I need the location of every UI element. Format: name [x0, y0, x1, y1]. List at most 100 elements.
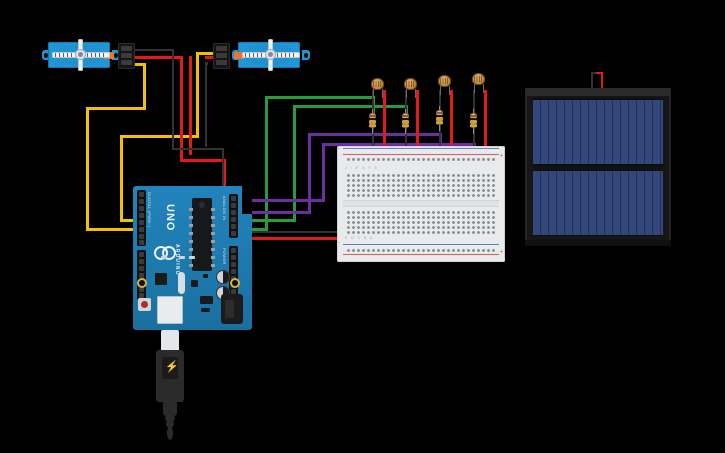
- digital-header-label: DIGITAL (PWM~): [147, 192, 152, 228]
- ldr-1[interactable]: [371, 78, 386, 98]
- wire-servo1-power-seg2: [180, 56, 183, 162]
- icsp-header[interactable]: [200, 296, 213, 304]
- resistor-band-2: [470, 118, 477, 120]
- arduino-pcb-notch: [242, 186, 252, 214]
- crystal-oscillator: [178, 272, 185, 294]
- rail-negative-bottom: [343, 244, 499, 245]
- wire-a2-purple-h1: [322, 143, 476, 146]
- power-header[interactable]: [229, 246, 238, 296]
- wire-servo1-signal-seg3: [86, 107, 146, 110]
- wire-ldr4-red: [484, 90, 487, 156]
- led-l: [161, 256, 167, 259]
- led-tx: [179, 256, 185, 259]
- resistor-4[interactable]: [470, 109, 478, 135]
- wire-solar-red-top: [596, 72, 603, 74]
- resistor-2[interactable]: [402, 109, 410, 135]
- wire-solar-red: [601, 72, 603, 90]
- board-model-silkscreen: UNO: [164, 204, 176, 232]
- resistor-lead-top: [372, 109, 373, 114]
- ldr-leg-left: [474, 84, 475, 93]
- servo-right-connector[interactable]: [213, 43, 230, 69]
- resistor-band-3: [369, 121, 376, 123]
- servo-left[interactable]: [42, 38, 120, 72]
- ldr-leg-left: [373, 89, 374, 98]
- mounting-hole-right: [232, 280, 238, 286]
- usb-cable[interactable]: [153, 330, 187, 445]
- ldr-pattern: [440, 78, 449, 84]
- ldr-pattern: [474, 76, 483, 82]
- resistor-lead-bottom: [473, 128, 474, 134]
- servo-horn-holes-right: [87, 53, 106, 57]
- terminal-holes-lower: [345, 209, 497, 236]
- resistor-body: [402, 113, 409, 128]
- resistor-band-2: [436, 115, 443, 117]
- usb-cable-strain-relief: [163, 400, 177, 416]
- wire-servo1-power-seg1: [127, 56, 183, 59]
- wire-servo1-signal-seg1: [127, 63, 146, 66]
- analog-header-label: ANALOG IN: [222, 196, 227, 221]
- usb-plug-shell: [161, 330, 179, 352]
- resistor-1[interactable]: [369, 109, 377, 135]
- wire-servo2-signal-seg6: [120, 219, 140, 222]
- breadboard[interactable]: + - J I H G F E E D C B A + -: [337, 146, 505, 262]
- resistor-band-1: [369, 115, 376, 117]
- ldr-3[interactable]: [438, 75, 453, 95]
- resistor-body: [436, 110, 443, 125]
- usb-icon: [162, 357, 179, 379]
- servo-left-connector[interactable]: [118, 43, 135, 69]
- ldr-leg-right: [382, 89, 383, 98]
- digital-header-2[interactable]: [137, 250, 146, 300]
- rail-positive-top: [343, 154, 499, 155]
- atmega-chip: [189, 198, 215, 271]
- solar-panel[interactable]: [525, 88, 671, 246]
- resistor-band-1: [402, 115, 409, 117]
- wire-servo2-signal-seg2: [196, 52, 218, 55]
- resistor-band-4: [369, 125, 376, 127]
- smd-chip: [191, 280, 198, 287]
- digital-header[interactable]: [137, 190, 146, 246]
- wire-servo1-gnd-seg1: [127, 49, 174, 51]
- rail-minus-marker-top-left: -: [338, 146, 340, 152]
- usb-port[interactable]: [157, 296, 183, 324]
- wire-a1-purple-v1: [308, 133, 311, 213]
- resistor-lead-bottom: [372, 128, 373, 134]
- servo-screw-hole-left: [44, 53, 48, 58]
- wire-servo1-signal-seg5: [86, 228, 140, 231]
- wire-a0-green-h2: [240, 228, 268, 231]
- reset-button[interactable]: [138, 298, 151, 311]
- arduino-uno-board[interactable]: DIGITAL (PWM~) ANALOG IN POWER UNO ARDUI…: [133, 186, 252, 330]
- analog-header[interactable]: [229, 194, 238, 238]
- usb-plug-body[interactable]: [156, 350, 184, 402]
- wire-a3-green-h1: [293, 105, 408, 108]
- ldr-2[interactable]: [404, 78, 419, 98]
- resistor-lead-top: [439, 106, 440, 111]
- dc-barrel-jack[interactable]: [221, 294, 243, 324]
- ldr-leg-left: [406, 89, 407, 98]
- capacitor-1: [216, 270, 230, 284]
- solar-busbar: [533, 166, 663, 170]
- usb-cord-segment-3: [167, 426, 173, 440]
- wire-gnd-bus: [172, 148, 224, 150]
- servo-screw-hole-right: [114, 53, 118, 58]
- servo-right[interactable]: [232, 38, 310, 72]
- resistor-band-3: [402, 121, 409, 123]
- servo-horn-holes-left: [55, 53, 74, 57]
- board-brand-silkscreen: ARDUINO: [174, 244, 180, 276]
- resistor-band-4: [470, 125, 477, 127]
- resistor-lead-bottom: [405, 128, 406, 134]
- resistor-body: [470, 113, 477, 128]
- resistor-3[interactable]: [436, 106, 444, 132]
- ldr-pattern: [373, 81, 382, 87]
- smd-part: [203, 274, 208, 278]
- wire-servo2-gnd-seg2: [205, 62, 207, 147]
- solar-frame-top: [525, 88, 671, 96]
- wire-servo1-gnd-seg2: [172, 49, 174, 150]
- servo-lead-pad: [234, 52, 244, 59]
- wire-a2-purple-v1: [322, 143, 325, 201]
- ldr-4[interactable]: [472, 73, 487, 93]
- servo-horn-holes-right: [277, 53, 296, 57]
- resistor-band-2: [402, 118, 409, 120]
- power-header-label: POWER: [222, 248, 227, 265]
- servo-horn-holes-left: [245, 53, 264, 57]
